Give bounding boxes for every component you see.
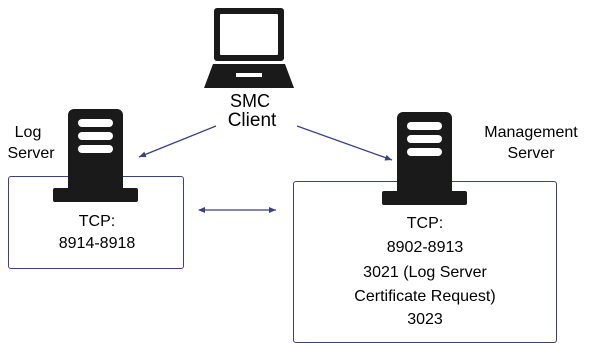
client-label-line1: SMC xyxy=(230,91,270,111)
log-server-ports-title: TCP: xyxy=(78,213,116,230)
management-server-port-3023: 3023 xyxy=(407,311,443,328)
server-icon xyxy=(382,112,467,205)
client-to-log-server-arrow xyxy=(138,125,217,158)
client-to-management-server-arrow xyxy=(296,125,393,161)
diagram-canvas xyxy=(53,8,467,213)
management-server-ports-title: TCP: xyxy=(406,215,444,232)
log-server-label-line1: Log xyxy=(14,124,42,141)
management-server-label-line1: Management xyxy=(484,124,578,141)
log-server-port-range: 8914-8918 xyxy=(58,235,136,252)
log-server-label-line2: Server xyxy=(7,145,55,162)
management-server-port-3021-note: Certificate Request) xyxy=(354,288,496,305)
management-server-port-3021: 3021 (Log Server xyxy=(363,264,487,281)
server-icon xyxy=(53,109,138,202)
client-label-line2: Client xyxy=(227,110,277,131)
management-server-label-line2: Server xyxy=(507,145,555,162)
management-server-port-range: 8902-8913 xyxy=(386,239,464,256)
management-server-box xyxy=(293,181,557,343)
laptop-icon xyxy=(204,8,294,88)
